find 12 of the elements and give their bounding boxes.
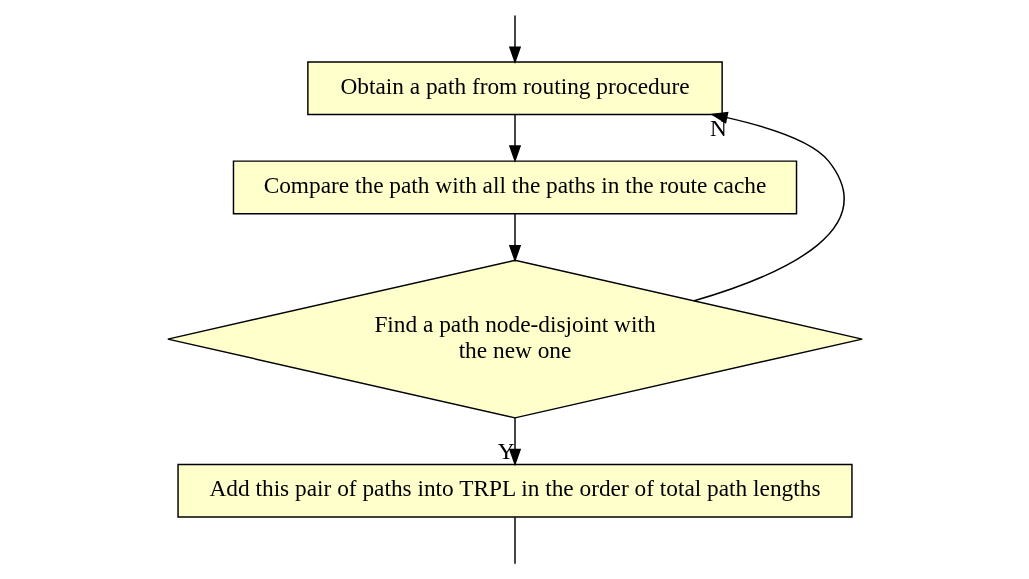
arrow [508, 213, 521, 263]
connector [513, 516, 516, 565]
node-box: Obtain a path from routing procedure [306, 61, 723, 116]
node-diamond: Find a path node-disjoint with the new one [166, 259, 863, 419]
edge-label: N [709, 115, 727, 142]
arrow [508, 14, 521, 65]
arrow [508, 114, 521, 163]
arrow [693, 111, 844, 302]
edge-label: Y [497, 438, 515, 465]
node-box: Add this pair of paths into TRPL in the order of total path lengths [176, 463, 853, 518]
arrow [508, 417, 521, 467]
node-box: Compare the path with all the paths in the route cache [232, 160, 797, 215]
